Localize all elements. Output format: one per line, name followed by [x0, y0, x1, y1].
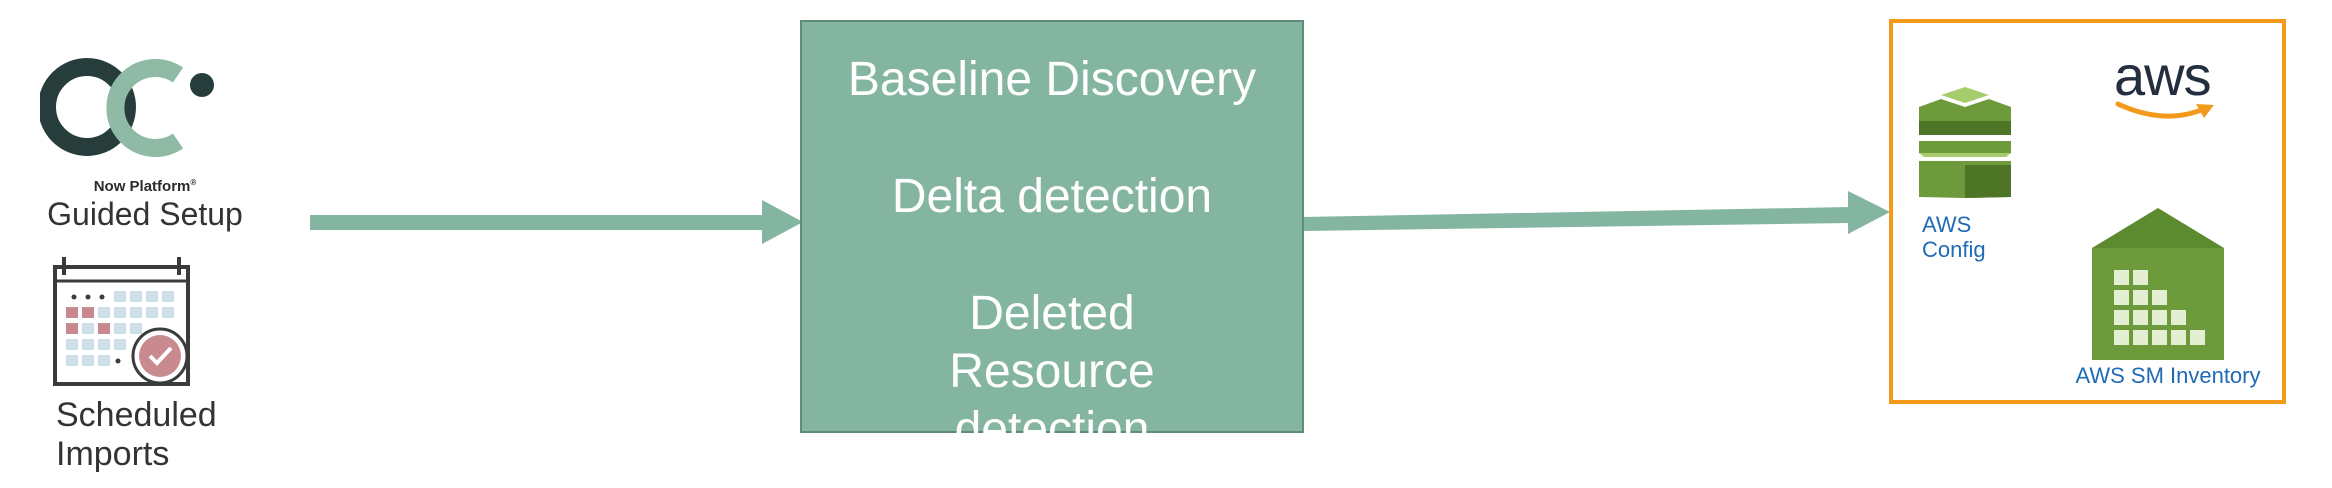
now-platform-label: Now Platform®: [93, 178, 197, 195]
flow-arrow-right: [1302, 191, 1890, 234]
aws-services-container: [1889, 19, 2286, 404]
flow-arrow-left: [310, 200, 803, 244]
aws-logo-text: aws: [2114, 44, 2212, 107]
calendar-check-icon: [53, 257, 190, 386]
deleted-resource-detection-label: Deleted Resource detection: [949, 287, 1155, 456]
baseline-discovery-label: Baseline Discovery: [847, 53, 1257, 106]
scheduled-imports-label: Scheduled Imports: [56, 396, 217, 473]
process-box: Baseline Discovery Delta detection Delet…: [800, 20, 1304, 456]
aws-config-label: AWS Config: [1922, 212, 1986, 262]
aws-config-icon: [1919, 87, 2011, 198]
aws-sm-inventory-icon: [2092, 208, 2224, 360]
aws-logo-icon: [2115, 101, 2214, 119]
aws-sm-inventory-label: AWS SM Inventory: [2075, 363, 2261, 388]
now-platform-logo-icon: [40, 58, 214, 157]
guided-setup-label: Guided Setup: [47, 196, 243, 232]
delta-detection-label: Delta detection: [891, 170, 1213, 223]
